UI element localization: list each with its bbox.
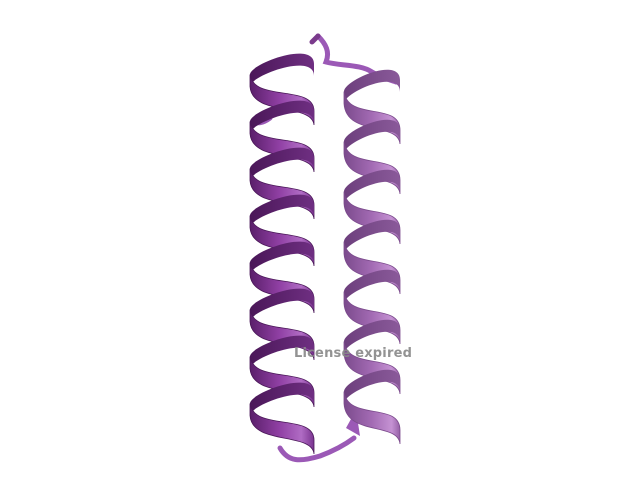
helix-turn-back (250, 53, 314, 87)
helix-turn-back (250, 100, 314, 134)
helix-left (249, 53, 315, 455)
helix-turn-front (249, 215, 315, 267)
helix-turn-back (344, 69, 400, 104)
helix-turn-front (343, 391, 401, 445)
helix-turn-front (249, 262, 315, 314)
helix-turn-front (249, 356, 315, 408)
helix-turn-back (250, 382, 314, 416)
helix-turn-front (249, 403, 315, 455)
helix-turn-front (249, 168, 315, 220)
helix-turn-back (250, 241, 314, 275)
helix-turn-back (344, 119, 400, 154)
license-expired-watermark: License expired (294, 346, 413, 361)
helix-turn-front (249, 74, 315, 126)
helix-turn-front (249, 309, 315, 361)
helix-turn-back (344, 219, 400, 254)
helix-turn-back (344, 369, 400, 404)
helix-turn-back (250, 335, 314, 369)
helix-right (343, 69, 401, 445)
helix-turn-back (250, 147, 314, 181)
helix-turn-back (344, 269, 400, 304)
helix-turn-front (249, 121, 315, 173)
helix-turn-back (344, 169, 400, 204)
helix-turn-back (250, 194, 314, 228)
helix-turn-back (344, 319, 400, 354)
helix-turn-back (250, 288, 314, 322)
